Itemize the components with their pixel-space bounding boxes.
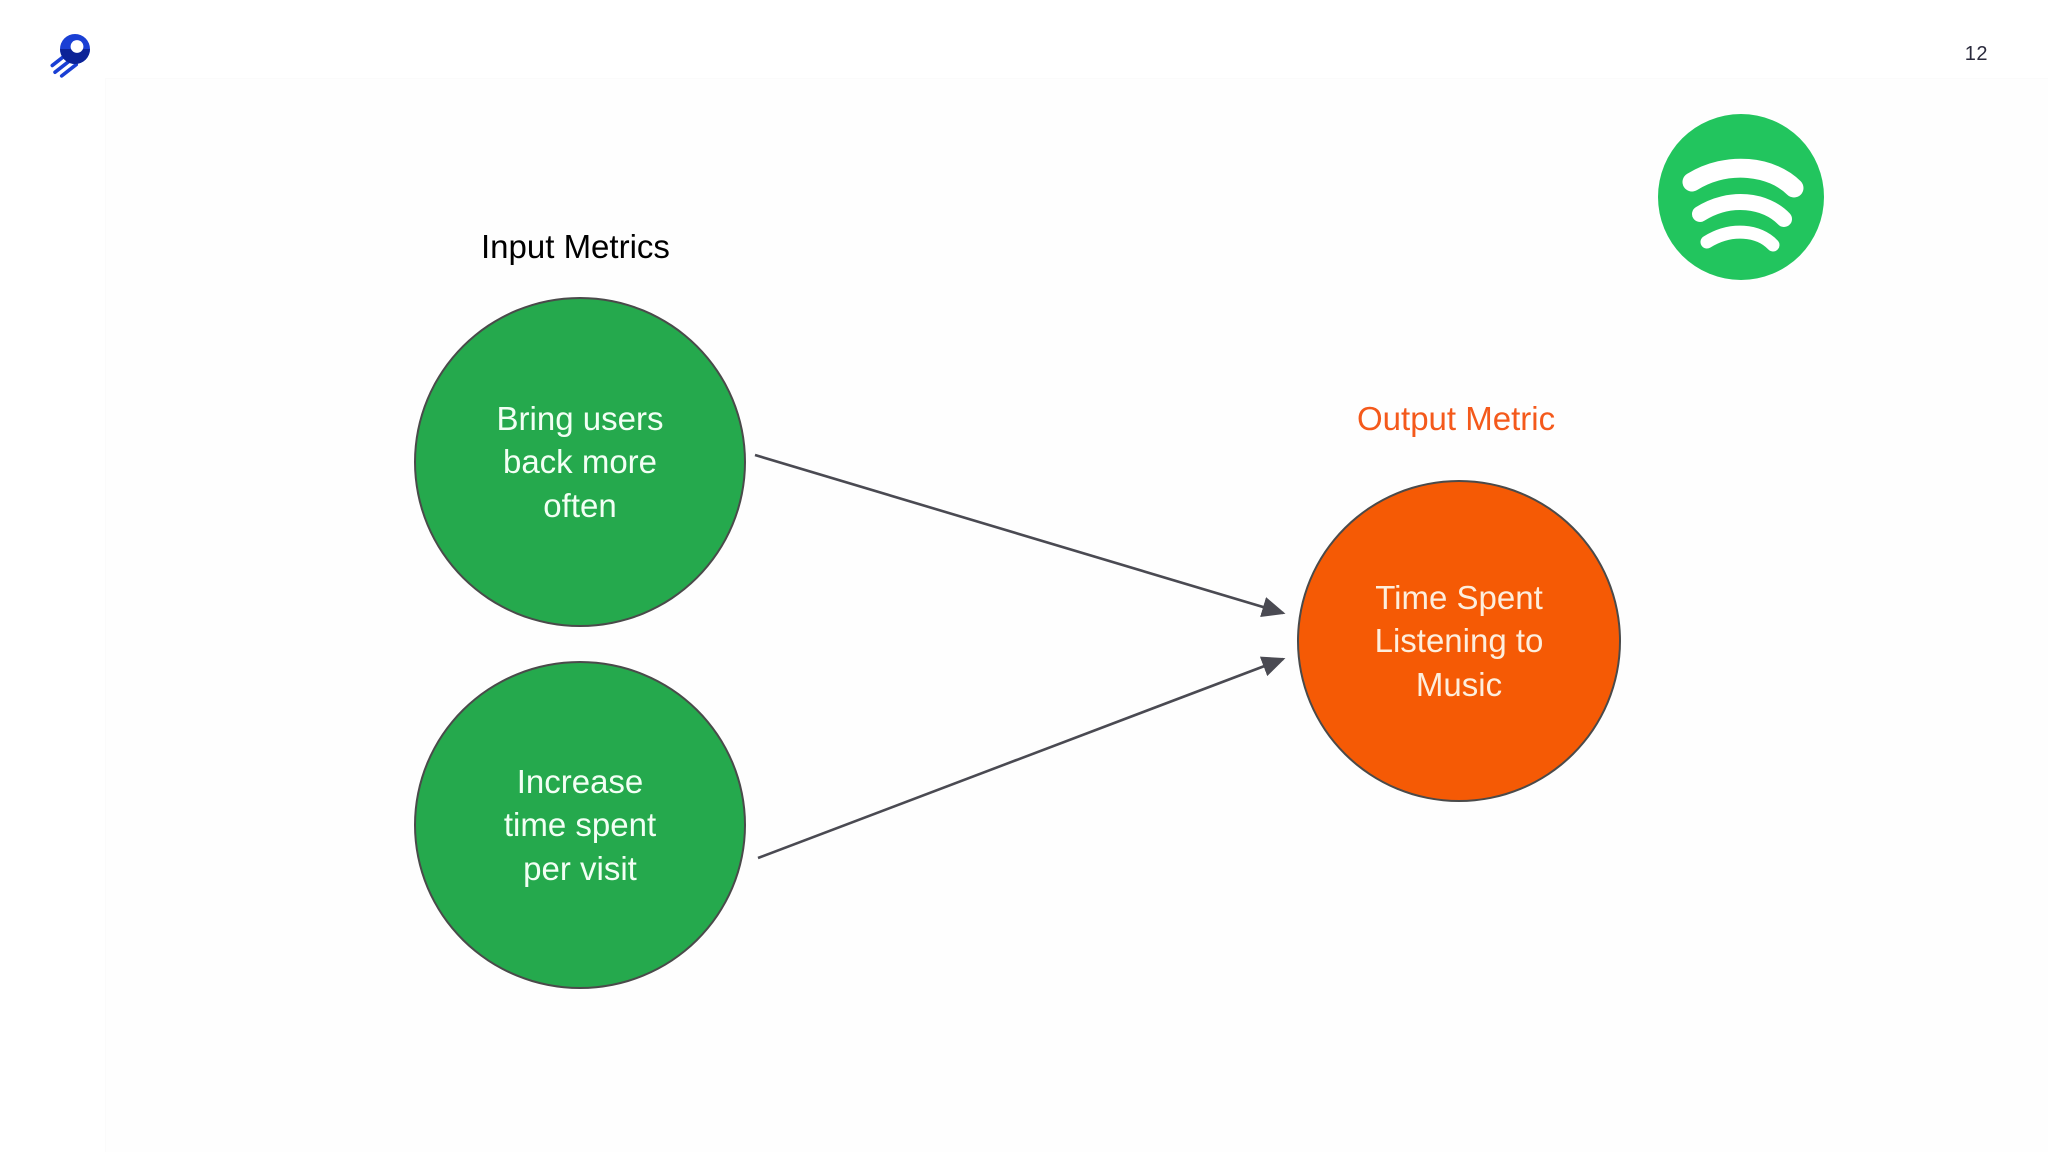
output-metric-node[interactable]: Time Spent Listening to Music	[1297, 480, 1621, 802]
input-metric-node-2[interactable]: Increase time spent per visit	[414, 661, 746, 989]
input-metrics-caption: Input Metrics	[481, 228, 670, 265]
output-metric-node-label: Time Spent Listening to Music	[1374, 578, 1544, 703]
spotify-logo-icon	[1656, 112, 1826, 282]
page-number: 12	[1964, 43, 1988, 65]
output-metric-caption: Output Metric	[1357, 400, 1556, 437]
input-metric-node-1-label: Bring users back more often	[496, 399, 664, 524]
input-metric-node-2-label: Increase time spent per visit	[503, 762, 657, 887]
input-metric-node-1[interactable]: Bring users back more often	[414, 297, 746, 627]
rocket-comet-logo-icon	[44, 28, 100, 80]
